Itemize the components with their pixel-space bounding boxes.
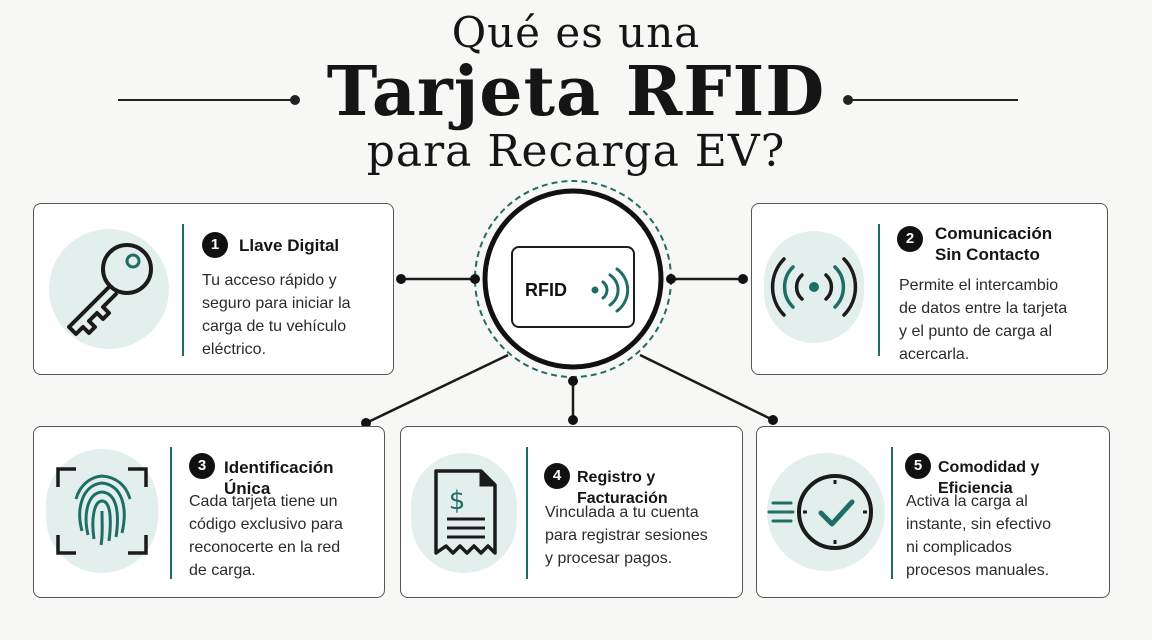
key-icon (67, 243, 153, 336)
card-2-divider (878, 224, 880, 356)
card-3-divider (170, 447, 172, 579)
card-2-description: Permite el intercambio de datos entre la… (899, 277, 1068, 363)
card-2-title: Comunicación Sin Contacto (935, 224, 1053, 264)
connector-dot-2b (738, 274, 748, 284)
title-rule-left-dot (290, 95, 300, 105)
connector-dot-4a (568, 376, 578, 386)
card-2-icon-bg (764, 231, 864, 343)
fast-clock-check-icon (767, 474, 873, 550)
title-line-2: Tarjeta RFID (326, 52, 826, 132)
card-1-divider (182, 224, 184, 356)
card-5-title: Comodidad y Eficiencia (938, 459, 1040, 497)
title-line-1: Qué es una (451, 8, 701, 57)
card-1-title: Llave Digital (239, 236, 340, 255)
card-comodidad-eficiencia: 5 Comodidad y Eficiencia Activa la carga… (756, 426, 1110, 598)
svg-text:$: $ (449, 486, 466, 516)
card-3-icon-bg (46, 449, 158, 573)
connector-dot-4b (568, 415, 578, 425)
card-5-icon-bg (767, 453, 885, 571)
card-1-icon-bg (49, 229, 169, 349)
card-1-number: 1 (202, 232, 228, 258)
card-3-title: Identificación Única (224, 458, 334, 498)
card-5-number: 5 (905, 453, 931, 479)
connector-dot-3 (361, 418, 371, 428)
card-registro-facturacion: $ 4 Registro y Facturación Vinculada a t… (400, 426, 743, 598)
title-line-3: para Recarga EV? (366, 126, 786, 177)
connector-dot-1b (470, 274, 480, 284)
rfid-card-icon: RFID (511, 246, 635, 328)
card-5-divider (891, 447, 893, 579)
connector-dot-1a (396, 274, 406, 284)
card-llave-digital: 1 Llave Digital Tu acceso rápido y segur… (33, 203, 394, 375)
title-block: Qué es una Tarjeta RFID para Recarga EV? (0, 0, 1152, 190)
title-rule-left (118, 99, 294, 101)
connector-dot-5 (768, 415, 778, 425)
card-5-description: Activa la carga al instante, sin efectiv… (906, 493, 1051, 579)
fingerprint-icon (56, 467, 148, 555)
card-4-number: 4 (544, 463, 570, 489)
card-4-divider (526, 447, 528, 579)
card-4-icon-bg: $ (411, 453, 517, 573)
connector-dot-2a (666, 274, 676, 284)
connector-card-5 (639, 353, 774, 422)
invoice-dollar-icon: $ (434, 469, 497, 555)
card-1-description: Tu acceso rápido y seguro para iniciar l… (202, 272, 351, 358)
card-3-number: 3 (189, 453, 215, 479)
connector-card-3 (365, 353, 509, 425)
card-identificacion-unica: 3 Identificación Única Cada tarjeta tien… (33, 426, 385, 598)
title-rule-right (848, 99, 1018, 101)
card-4-description: Vinculada a tu cuenta para registrar ses… (545, 504, 708, 567)
rfid-card-label: RFID (525, 280, 567, 300)
card-2-number: 2 (897, 226, 923, 252)
wireless-signal-icon (770, 257, 858, 317)
card-3-description: Cada tarjeta tiene un código exclusivo p… (189, 493, 343, 579)
card-4-title: Registro y Facturación (577, 469, 668, 507)
card-comunicacion-sin-contacto: 2 Comunicación Sin Contacto Permite el i… (751, 203, 1108, 375)
rfid-signal-icon (591, 267, 630, 313)
